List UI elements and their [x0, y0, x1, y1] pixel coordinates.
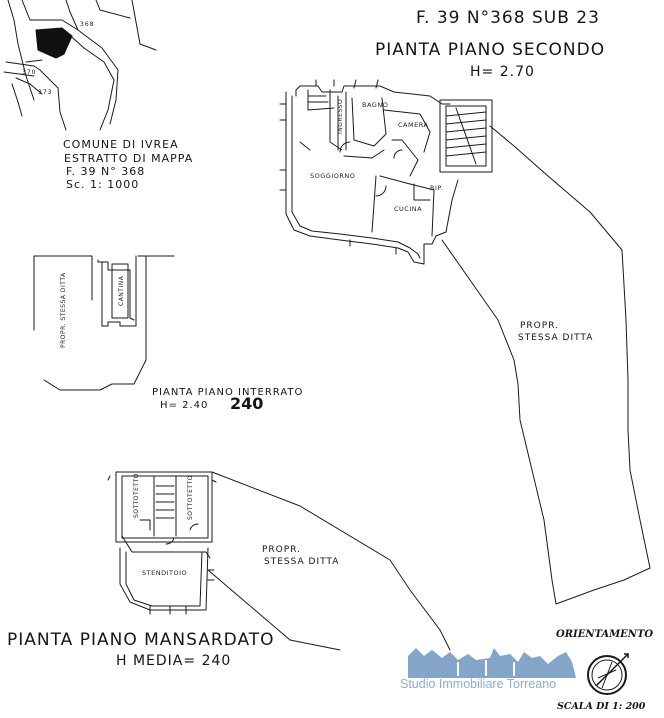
- room-label-ingresso: INGRESSO: [337, 98, 344, 134]
- basement-plan: [33, 255, 175, 391]
- orientation-label: ORIENTAMENTO: [556, 629, 654, 640]
- second-floor-plan: [279, 79, 651, 605]
- room-label-camera: CAMERA: [398, 121, 429, 129]
- basement-title: PIANTA PIANO INTERRATO: [152, 387, 304, 398]
- second-floor-height: H= 2.70: [470, 64, 535, 80]
- basement-height-handwritten: 240: [230, 394, 264, 413]
- basement-height: H= 2.40: [160, 400, 209, 411]
- room-label-stenditoio: STENDITOIO: [142, 569, 188, 577]
- room-label-cucina: CUCINA: [394, 205, 423, 213]
- room-label-soggiorno: SOGGIORNO: [310, 172, 356, 180]
- parcel-368-highlight: [35, 27, 73, 59]
- neighbor-label-basement: PROPR. STESSA DITTA: [60, 272, 67, 348]
- cadastral-comune: COMUNE DI IVREA: [63, 138, 179, 151]
- parcel-label-370: 370: [22, 69, 37, 76]
- parcel-label-368: 368: [80, 21, 95, 28]
- compass-icon: [587, 653, 629, 695]
- attic-title: PIANTA PIANO MANSARDATO: [7, 630, 275, 650]
- room-label-sottotetto-left: SOTTOTETTO: [133, 473, 140, 518]
- neighbor-label-second-floor-2: STESSA DITTA: [518, 333, 594, 343]
- scale-label: SCALA DI 1: 200: [557, 701, 646, 712]
- watermark-logo-icon: [408, 648, 576, 678]
- neighbor-label-second-floor: PROPR.: [520, 321, 559, 331]
- cadastral-scale: Sc. 1: 1000: [66, 178, 140, 191]
- cadastral-map-extract: [3, 0, 157, 131]
- watermark-text: Studio Immobiliare Torreano: [400, 677, 557, 691]
- room-label-bagno: BAGNO: [362, 101, 389, 109]
- sheet-reference: F. 39 N°368 SUB 23: [416, 8, 600, 28]
- parcel-label-373: 373: [38, 89, 53, 96]
- room-label-rip: RIP.: [430, 184, 444, 192]
- attic-plan: [115, 471, 451, 651]
- attic-height: H MEDIA= 240: [116, 653, 232, 669]
- room-label-sottotetto-right: SOTTOTETTO: [187, 475, 194, 520]
- room-label-cantina: CANTINA: [118, 275, 125, 306]
- neighbor-label-attic: PROPR.: [262, 545, 301, 555]
- second-floor-title: PIANTA PIANO SECONDO: [375, 40, 606, 60]
- neighbor-label-attic-2: STESSA DITTA: [264, 557, 340, 567]
- cadastral-estratto: ESTRATTO DI MAPPA: [64, 152, 194, 165]
- cadastral-foglio: F. 39 N° 368: [66, 165, 146, 178]
